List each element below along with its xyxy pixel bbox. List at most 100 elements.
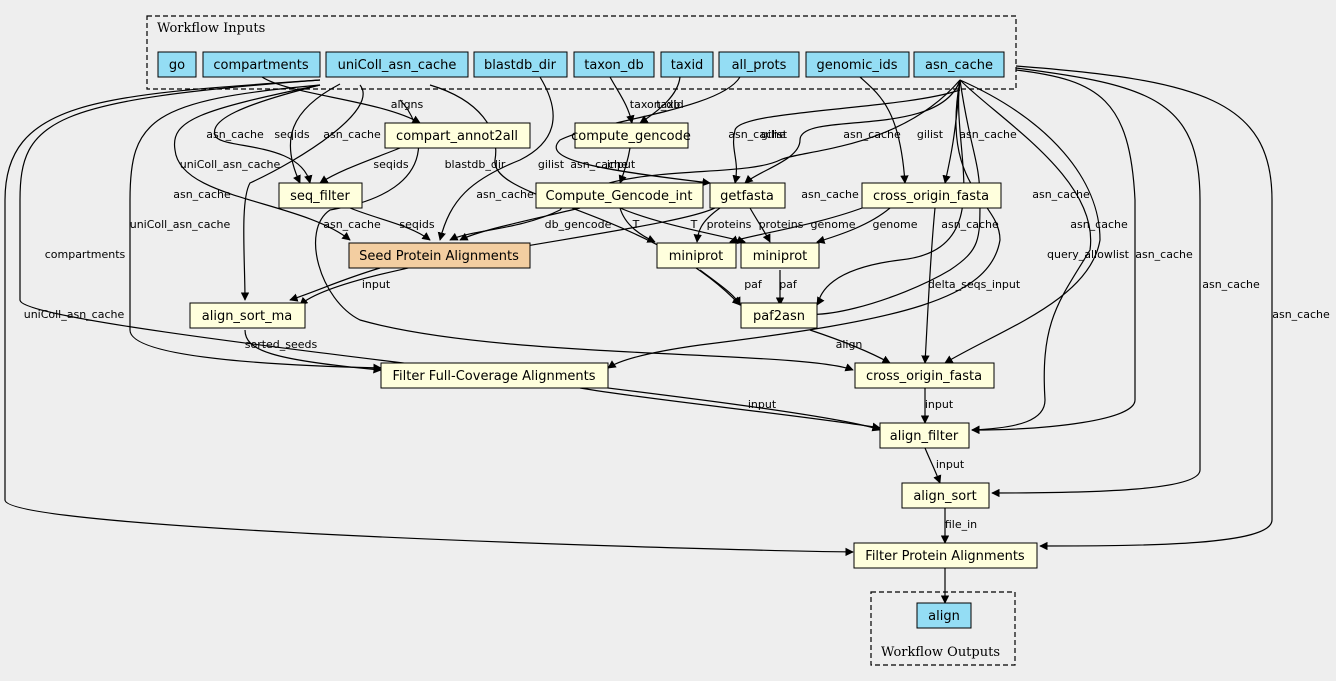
node-label: compartments [213, 58, 308, 73]
node-label: taxon_db [584, 58, 644, 73]
output-node-align[interactable]: align [916, 602, 972, 629]
input-node-asn-cache[interactable]: asn_cache [913, 51, 1005, 78]
node-label: compart_annot2all [396, 129, 518, 144]
node-label: cross_origin_fasta [866, 369, 982, 384]
node-label: miniprot [669, 249, 724, 264]
node-label: miniprot [753, 249, 808, 264]
edge-label: asn_cache [323, 218, 381, 231]
node-label: cross_origin_fasta [873, 189, 989, 204]
step-node-filter-protein-alignments[interactable]: Filter Protein Alignments [853, 542, 1038, 569]
edge-label: asn_cache [801, 188, 859, 201]
input-node-taxid[interactable]: taxid [660, 51, 714, 78]
edge-label: gilist [538, 158, 565, 171]
step-node-getfasta[interactable]: getfasta [709, 182, 786, 209]
edge-label: asn_cache [1135, 248, 1193, 261]
step-node-paf2asn[interactable]: paf2asn [740, 302, 818, 329]
edge-label: proteins [707, 218, 752, 231]
step-node-compute-gencode[interactable]: compute_gencode [571, 122, 691, 149]
input-node-genomic-ids[interactable]: genomic_ids [805, 51, 910, 78]
node-label: paf2asn [753, 309, 805, 324]
node-label: taxid [671, 58, 704, 73]
node-label: asn_cache [925, 58, 993, 73]
input-node-go[interactable]: go [157, 51, 197, 78]
input-node-blastdb-dir[interactable]: blastdb_dir [473, 51, 568, 78]
step-node-cross-origin-fasta-2[interactable]: cross_origin_fasta [854, 362, 995, 389]
node-label: align [928, 609, 960, 624]
edge-label: T [690, 218, 698, 231]
edge-label: T [632, 218, 640, 231]
step-node-seed-protein-alignments[interactable]: Seed Protein Alignments [348, 242, 531, 269]
input-node-compartments[interactable]: compartments [202, 51, 321, 78]
edge-label: align [836, 338, 863, 351]
edge-label: asn_cache [728, 128, 786, 141]
edge-label: input [925, 398, 954, 411]
node-label: go [169, 58, 185, 73]
edge-label: gilist [761, 128, 788, 141]
edge-label: db_gencode [545, 218, 612, 231]
node-label: blastdb_dir [484, 58, 557, 73]
workflow-outputs-title: Workflow Outputs [881, 645, 1000, 660]
edge-label: uniColl_asn_cache [180, 158, 281, 171]
edge-label: seqids [399, 218, 435, 231]
edge-label: asn_cache [1032, 188, 1090, 201]
edges [4, 65, 1273, 604]
edge-label: asn_cache [476, 188, 534, 201]
node-label: Compute_Gencode_int [546, 189, 693, 204]
edge-label: paf [744, 278, 763, 291]
input-node-unicoll-asn-cache[interactable]: uniColl_asn_cache [325, 51, 469, 78]
edge-label: asn_cache [1070, 218, 1128, 231]
node-label: align_sort [913, 489, 976, 504]
edge-label: taxon_db [630, 98, 680, 111]
edge-label: file_in [945, 518, 977, 531]
input-node-taxon-db[interactable]: taxon_db [573, 51, 655, 78]
edge-label: input [936, 458, 965, 471]
edge-label: gilist [917, 128, 944, 141]
edge-label: paf [779, 278, 798, 291]
edge-label: asn_cache [1202, 278, 1260, 291]
edge-label: uniColl_asn_cache [24, 308, 125, 321]
edge-label: sorted_seeds [245, 338, 318, 351]
edge-label: proteins [759, 218, 804, 231]
edge-label: asn_cache [323, 128, 381, 141]
workflow-inputs-title: Workflow Inputs [157, 21, 265, 36]
edge-label: input [607, 158, 636, 171]
step-node-cross-origin-fasta-1[interactable]: cross_origin_fasta [861, 182, 1002, 209]
step-node-compute-gencode-int[interactable]: Compute_Gencode_int [535, 182, 704, 209]
edge-label: blastdb_dir [445, 158, 506, 171]
node-label: all_prots [732, 58, 787, 73]
node-label: genomic_ids [816, 58, 897, 73]
input-node-all-prots[interactable]: all_prots [718, 51, 800, 78]
node-label: uniColl_asn_cache [338, 58, 457, 73]
edge-label: asn_cache [206, 128, 264, 141]
step-node-filter-full-coverage-alignments[interactable]: Filter Full-Coverage Alignments [380, 362, 609, 389]
node-label: align_sort_ma [202, 309, 292, 324]
node-label: Filter Full-Coverage Alignments [392, 369, 595, 384]
node-label: compute_gencode [571, 129, 691, 144]
edge-label: aligns [391, 98, 424, 111]
edge-label: input [362, 278, 391, 291]
edge-label: asn_cache [959, 128, 1017, 141]
node-label: Filter Protein Alignments [865, 549, 1025, 564]
edge-label: query_allowlist [1047, 248, 1130, 261]
step-node-miniprot-2[interactable]: miniprot [740, 242, 820, 269]
step-node-compart-annot2all[interactable]: compart_annot2all [384, 122, 531, 149]
step-node-align-sort[interactable]: align_sort [901, 482, 990, 509]
edge-label: asn_cache [1272, 308, 1330, 321]
step-node-align-filter[interactable]: align_filter [879, 422, 970, 449]
step-node-miniprot-1[interactable]: miniprot [656, 242, 737, 269]
step-node-align-sort-ma[interactable]: align_sort_ma [189, 302, 306, 329]
edge-label: asn_cache [570, 158, 628, 171]
workflow-outputs-cluster: Workflow Outputs [870, 591, 1016, 666]
edge-label: uniColl_asn_cache [130, 218, 231, 231]
node-label: align_filter [890, 429, 959, 444]
edge-label: taxid [656, 98, 684, 111]
node-label: seq_filter [290, 189, 350, 204]
edge-label: input [748, 398, 777, 411]
edge-label: asn_cache [843, 128, 901, 141]
edge-label: genome [873, 218, 918, 231]
edge-label: seqids [274, 128, 310, 141]
edge-label: genome [811, 218, 856, 231]
step-node-seq-filter[interactable]: seq_filter [278, 182, 363, 209]
edge-label: delta_seqs_input [928, 278, 1021, 291]
